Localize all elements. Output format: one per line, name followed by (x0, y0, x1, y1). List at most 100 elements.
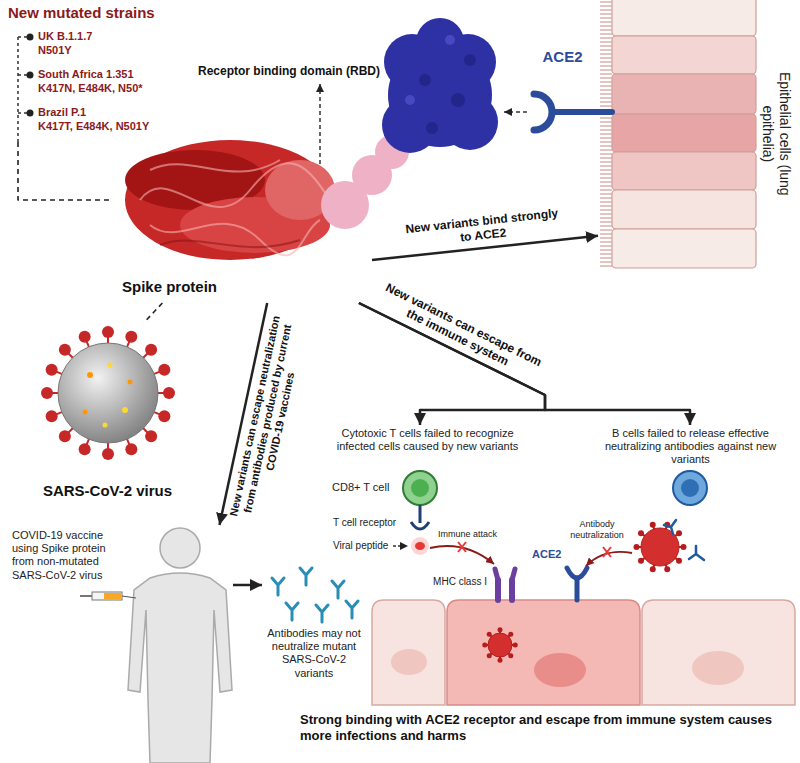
t-cell-illustration (403, 471, 437, 555)
t-cell-illustration (411, 522, 429, 529)
microvilli (600, 29, 612, 30)
strain-name: South Africa 1.351 (38, 68, 178, 81)
virus-spike (158, 410, 170, 422)
rbd-illustration (416, 18, 464, 66)
rbd-illustration (419, 74, 431, 86)
microvilli (600, 69, 612, 70)
ace2-symbol (567, 568, 587, 600)
spike-illustration (125, 140, 335, 260)
infected-cells (534, 653, 586, 687)
microvilli (600, 33, 612, 34)
microvilli (600, 117, 612, 118)
part-label: MHC class I (427, 576, 487, 588)
microvilli (600, 149, 612, 150)
virus-illustration (103, 423, 108, 428)
microvilli (600, 205, 612, 206)
virus-illustration (41, 326, 175, 460)
microvilli (600, 177, 612, 178)
mutation-list: K417N, E484K, N50* (38, 82, 178, 95)
virus-spike (508, 653, 513, 658)
microvilli (600, 1, 612, 2)
virus-spike (498, 658, 503, 663)
virus-illustration (122, 407, 128, 413)
infected-cells (642, 600, 795, 705)
virus-spike (41, 326, 175, 460)
microvilli (600, 257, 612, 258)
person-figure (128, 573, 232, 763)
virus-illustration (58, 343, 158, 443)
virus-spike (513, 643, 518, 648)
b-cell: B cells failed to release effective neut… (588, 425, 793, 507)
arrow-label: New variants can escape neutralization f… (224, 302, 311, 535)
person-figure (160, 528, 200, 568)
mutation-list: N501Y (38, 44, 178, 57)
strain-dot (27, 34, 34, 117)
t-cell-illustration (411, 479, 429, 497)
microvilli (600, 13, 612, 14)
microvilli (600, 233, 612, 234)
virus-spike (676, 530, 682, 536)
antibody-symbol (272, 568, 358, 622)
microvilli (600, 225, 612, 226)
virus-spike (163, 387, 175, 399)
infected-cells (447, 600, 640, 705)
microvilli (600, 201, 612, 202)
virus-spike (102, 326, 114, 338)
block-cross (458, 542, 466, 552)
virus-illustration (634, 522, 687, 573)
b-cell-illustration (673, 471, 707, 505)
virus-spike (158, 364, 170, 376)
microvilli (600, 57, 612, 58)
spike-illustration (140, 163, 330, 207)
microvilli (600, 53, 612, 54)
microvilli (600, 245, 612, 246)
microvilli (600, 181, 612, 182)
person-figure (128, 528, 232, 763)
virus-illustration (83, 410, 88, 415)
group-title: New mutated strains (8, 4, 178, 22)
epithelium: Epithelial cells (lung epithelia) (598, 0, 798, 268)
figure-caption: Strong binding with ACE2 receptor and es… (300, 712, 795, 743)
virus-spike (508, 632, 513, 637)
microvilli (600, 253, 612, 254)
antibodies: Antibodies may not neutralize mutant SAR… (262, 565, 366, 690)
microvilli (600, 25, 612, 26)
virus-spike (79, 443, 91, 455)
microvilli (600, 261, 612, 262)
spike-illustration (160, 240, 300, 247)
t-cell-illustration (403, 471, 437, 505)
vaccinated-person: COVID-19 vaccine using Spike protein fro… (8, 525, 233, 763)
block-cross (603, 547, 611, 557)
antibody-note: Antibodies may not neutralize mutant SAR… (262, 627, 366, 680)
mhc-symbol (498, 580, 512, 600)
microvilli (600, 165, 612, 166)
mutation-list: K417T, E484K, N501Y (38, 120, 178, 133)
microvilli (600, 97, 612, 98)
virus-spike (59, 430, 71, 442)
vaccine-note: COVID-19 vaccine using Spike protein fro… (12, 529, 130, 582)
microvilli (600, 9, 612, 10)
antibody-symbol (272, 578, 284, 595)
part-label: Epithelial cells (lung epithelia) (759, 64, 793, 204)
virus-spike (125, 331, 137, 343)
block-cross (603, 547, 611, 557)
strain-tree (18, 37, 30, 142)
virus: SARS-CoV-2 virus (15, 322, 200, 505)
virus-spike (102, 448, 114, 460)
virus-spike (638, 530, 644, 536)
microvilli (600, 241, 612, 242)
virus-spike (650, 566, 656, 572)
antibody-symbol (286, 603, 298, 620)
epithelium-cells (612, 74, 756, 114)
rbd-illustration (426, 122, 438, 134)
microvilli (600, 101, 612, 102)
part-label: ACE2 (525, 48, 600, 66)
block-cross (458, 542, 466, 552)
epithelium-cells (612, 36, 756, 74)
b-cell-illustration (681, 479, 699, 497)
virus-spike (676, 558, 682, 564)
microvilli (600, 121, 612, 122)
arrow-label: New variants can escape from the immune … (371, 278, 550, 386)
microvilli (600, 49, 612, 50)
t-cell-illustration (415, 542, 425, 550)
